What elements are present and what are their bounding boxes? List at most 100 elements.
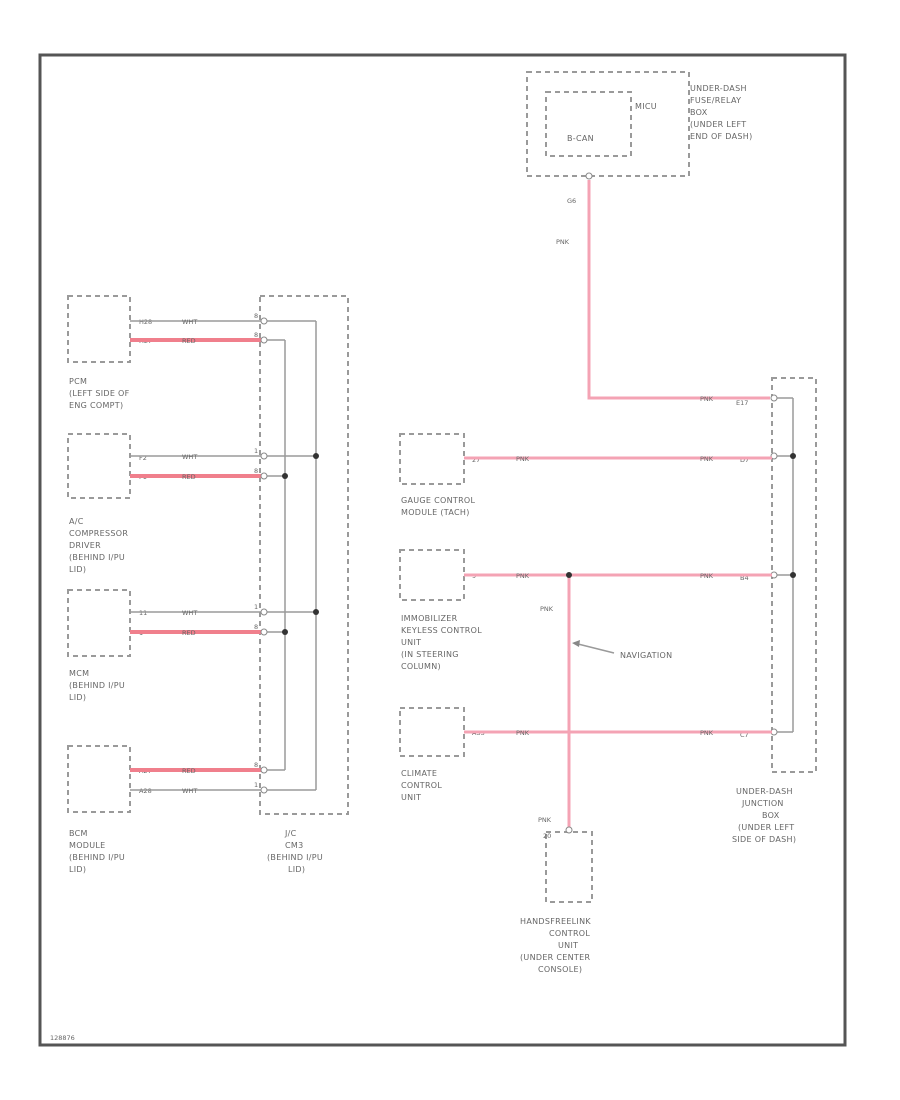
bcm-label-4: LID) (69, 865, 86, 874)
hf-label-2: CONTROL (549, 929, 590, 938)
immob-label-4: (IN STEERING (401, 650, 459, 659)
jb-label-1: UNDER-DASH (736, 787, 793, 796)
wl-7: RED (182, 767, 196, 775)
hf-label-3: UNIT (558, 941, 578, 950)
wl-5: WHT (182, 609, 197, 617)
jb-pin-3: B4 (740, 574, 749, 582)
climate-label-3: UNIT (401, 793, 421, 802)
right-wires: PNK PNK PNK PNK PNK PNK PNK PNK (464, 455, 772, 834)
gauge-label-1: GAUGE CONTROL (401, 496, 476, 505)
climate-control-module: CLIMATE CONTROL UNIT A33 (399, 707, 485, 802)
diagram-frame (38, 53, 847, 1047)
fuse-box-label-5: END OF DASH) (690, 132, 753, 141)
pcm-label-1: PCM (69, 377, 87, 386)
jb-pin-2: D7 (740, 456, 749, 464)
footer-code: 128876 (50, 1034, 75, 1042)
wl-6: RED (182, 629, 196, 637)
bcm-module: BCM MODULE (BEHIND I/PU LID) A27 A28 (67, 745, 152, 874)
rw-2: PNK (700, 455, 714, 463)
underdash-junction-box: UNDER-DASH JUNCTION BOX (UNDER LEFT SIDE… (732, 377, 817, 844)
ac-label-5: LID) (69, 565, 86, 574)
hf-pin: 20 (543, 832, 551, 840)
mcm-label-3: LID) (69, 693, 86, 702)
gauge-control-module: GAUGE CONTROL MODULE (TACH) 27 (399, 433, 480, 517)
handsfree-module: HANDSFREELINK CONTROL UNIT (UNDER CENTER… (520, 831, 593, 974)
jb-label-3: BOX (762, 811, 780, 820)
immobilizer-module: IMMOBILIZER KEYLESS CONTROL UNIT (IN STE… (399, 549, 482, 671)
jb-pin-1: E17 (736, 399, 748, 407)
rw-3: PNK (516, 572, 530, 580)
rw-5: PNK (516, 729, 530, 737)
wl-4: RED (182, 473, 196, 481)
mcm-label-1: MCM (69, 669, 89, 678)
mcm-module: MCM (BEHIND I/PU LID) 11 1 (67, 589, 147, 702)
gauge-pin: 27 (472, 456, 480, 464)
jb-label-5: SIDE OF DASH) (732, 835, 796, 844)
immob-label-3: UNIT (401, 638, 421, 647)
pcm-pin-wht: H28 (139, 318, 152, 326)
navigation-annotation: NAVIGATION (572, 640, 672, 660)
bcm-pin-wht: A28 (139, 787, 152, 795)
rw-7: PNK (540, 605, 554, 613)
left-wires: WHT RED WHT RED WHT RED RED WHT 8 8 1 8 … (130, 312, 268, 795)
fuse-box-label-3: BOX (690, 108, 708, 117)
ac-label-3: DRIVER (69, 541, 101, 550)
jb-label-2: JUNCTION (741, 799, 784, 808)
wire-label-pnk-jb-top: PNK (700, 395, 714, 403)
jb-label-4: (UNDER LEFT (738, 823, 794, 832)
jc-pin-6: 8 (254, 623, 258, 631)
fuse-bcan-label: B-CAN (567, 134, 594, 143)
jc-pin-4: 8 (254, 467, 258, 475)
immob-label-5: COLUMN) (401, 662, 441, 671)
ac-compressor-module: A/C COMPRESSOR DRIVER (BEHIND I/PU LID) … (67, 433, 147, 574)
jc-pin-5: 1 (254, 603, 258, 611)
pcm-label-3: ENG COMPT) (69, 401, 123, 410)
fuse-micu-label: MICU (635, 102, 657, 111)
jc-label-1: J/C (284, 829, 297, 838)
hf-label-5: CONSOLE) (538, 965, 582, 974)
immob-label-2: KEYLESS CONTROL (401, 626, 482, 635)
navigation-label: NAVIGATION (620, 651, 672, 660)
mcm-label-2: (BEHIND I/PU (69, 681, 125, 690)
wire-label-pnk-vertical: PNK (556, 238, 570, 246)
jc-pin-7: 8 (254, 761, 258, 769)
hf-label-4: (UNDER CENTER (520, 953, 590, 962)
ac-label-1: A/C (69, 517, 84, 526)
arrow-icon (572, 640, 580, 647)
immob-label-1: IMMOBILIZER (401, 614, 458, 623)
jc-label-2: CM3 (285, 841, 303, 850)
fuse-out-pin: G6 (567, 197, 576, 205)
wl-1: WHT (182, 318, 197, 326)
climate-label-1: CLIMATE (401, 769, 437, 778)
jb-pin-4: C7 (740, 731, 749, 739)
rw-4: PNK (700, 572, 714, 580)
climate-label-2: CONTROL (401, 781, 442, 790)
jc-pin-1: 8 (254, 312, 258, 320)
fuse-box-label-1: UNDER-DASH (690, 84, 747, 93)
wire-fuse-to-junction: PNK PNK E17 (556, 180, 770, 407)
jc-pin-8: 1 (254, 781, 258, 789)
ac-label-4: (BEHIND I/PU (69, 553, 125, 562)
ac-label-2: COMPRESSOR (69, 529, 128, 538)
bcm-label-2: MODULE (69, 841, 106, 850)
pcm-module: PCM (LEFT SIDE OF ENG COMPT) H28 H27 (67, 295, 152, 410)
wl-8: WHT (182, 787, 197, 795)
gauge-label-2: MODULE (TACH) (401, 508, 470, 517)
rw-6: PNK (700, 729, 714, 737)
mcm-pin-wht: 11 (139, 609, 147, 617)
jc-cm3-connector: J/C CM3 (BEHIND I/PU LID) (259, 295, 349, 874)
fuse-box-label-4: (UNDER LEFT (690, 120, 746, 129)
hf-label-1: HANDSFREELINK (520, 917, 591, 926)
pcm-label-2: (LEFT SIDE OF (69, 389, 130, 398)
jc-bus-lines (264, 320, 319, 791)
wl-2: RED (182, 337, 196, 345)
bcm-label-1: BCM (69, 829, 88, 838)
rw-8: PNK (538, 816, 552, 824)
jc-label-4: LID) (288, 865, 305, 874)
bcm-label-3: (BEHIND I/PU (69, 853, 125, 862)
jc-label-3: (BEHIND I/PU (267, 853, 323, 862)
jc-pin-3: 1 (254, 447, 258, 455)
underdash-fuse-box: MICU B-CAN UNDER-DASH FUSE/RELAY BOX (UN… (526, 71, 753, 205)
ac-pin-wht: F2 (139, 454, 147, 462)
